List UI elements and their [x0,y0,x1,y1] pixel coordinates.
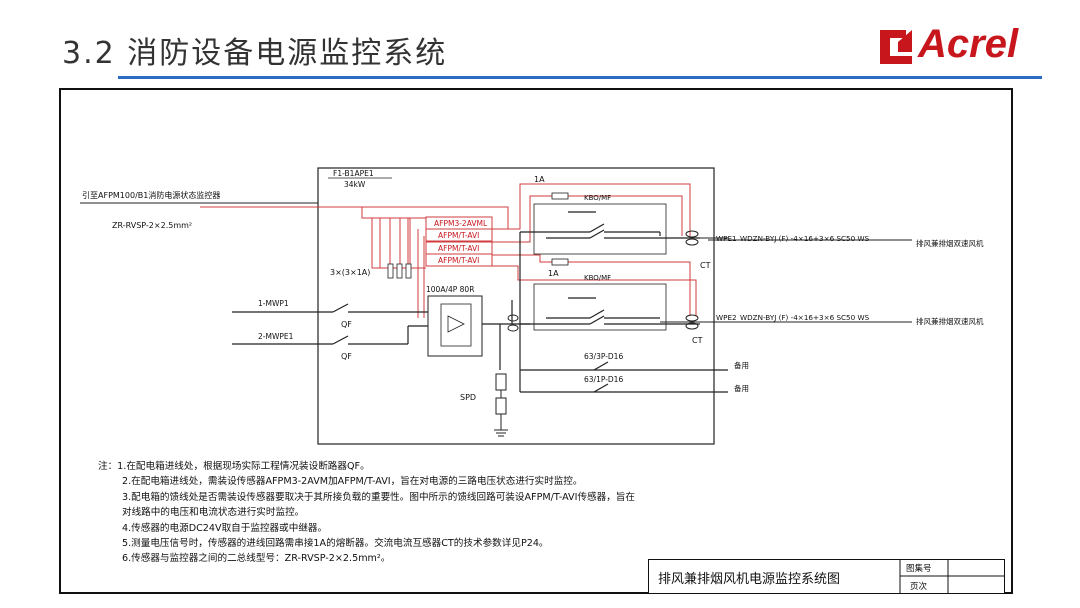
sensor-label-3: AFPM/T-AVI [438,244,479,253]
note-line: 2.在配电箱进线处，需装设传感器AFPM3-2AVM加AFPM/T-AVI，旨在… [122,476,583,488]
spare-breaker-2: 63/1P-D16 [584,375,623,384]
ct-1 [660,230,728,246]
feed-label: 引至AFPM100/B1消防电源状态监控器 [82,190,220,200]
circuit-label-2: WPE2 [716,313,737,322]
sensor-group: AFPM3-2AVML AFPM/T-AVI AFPM/T-AVI AFPM/T… [425,216,493,267]
acrel-logo-icon [880,30,912,64]
ct-label-2: CT [692,336,703,345]
atlas-field-label: 图集号 [906,563,932,574]
cable-label-1: WDZN-BYJ (F) -4×16+3×6 SC50 WS [740,234,870,243]
sensor-box [425,228,493,242]
spd-label: SPD [460,393,476,402]
load-label-2: 排风兼排烟双速风机 [916,316,984,326]
note-line: 4.传感器的电源DC24V取自于监控器或中继器。 [122,522,328,534]
main-bus [482,231,728,393]
note-line: 5.测量电压信号时，传感器的进线回路需串接1A的熔断器。交流电流互感器CT的技术… [122,538,549,550]
fuse-1a [551,192,569,200]
spare-breaker-1: 63/3P-D16 [584,352,623,361]
ct-coil [507,314,519,322]
circuit-label-1: WPE1 [716,234,737,243]
note-line: 对线路中的电压和电流状态进行实时监控。 [122,507,305,519]
panel-power: 34kW [344,180,366,189]
ats-inner [440,303,472,347]
ats-label: 100A/4P 80R [426,285,474,294]
fuse-label: 3×(3×1A) [330,268,370,277]
sensor-label-2: AFPM/T-AVI [438,231,479,240]
breaker-label-2: QF [341,352,352,361]
sensor-label-4: AFPM/T-AVI [438,256,479,265]
sensor-bus-wiring [200,183,697,318]
sensor-label-1: AFPM3-2AVML [434,219,488,228]
incoming-label-2: 2-MWPE1 [258,332,294,341]
fuse-1a-2 [551,258,569,266]
fuse-1a-label: 1A [534,175,545,184]
ats-arrow [447,315,465,333]
fuse-group [387,263,412,279]
ct-coil [507,324,519,332]
note-line: 注：1.在配电箱进线处，根据现场实际工程情况装设断路器QF。 [98,461,370,472]
drawing-title: 排风兼排烟风机电源监控系统图 [658,572,840,587]
kbo-box-2 [533,283,667,331]
note-line: 6.传感器与监控器之间的二总线型号：ZR-RVSP-2×2.5mm²。 [122,553,391,565]
cable-label-2: WDZN-BYJ (F) -4×16+3×6 SC50 WS [740,313,870,322]
distribution-box [317,167,715,445]
spd [494,373,508,437]
fuse-1a-label-2: 1A [548,269,559,278]
slide-title: 3.2 消防设备电源监控系统 [62,36,448,71]
kbo-switch-2 [546,297,700,325]
kbo-switch-1 [546,211,700,239]
spare-label-2: 备用 [734,383,749,393]
drawing-frame [59,88,1013,594]
sensor-box [425,253,493,267]
kbo-box-1 [533,203,667,255]
load-label-1: 排风兼排烟双速风机 [916,238,984,248]
acrel-logo: Acrel [876,22,1046,68]
brand-name: Acrel [918,22,1019,66]
title-block: 排风兼排烟风机电源监控系统图 图集号 页次 [648,559,1005,594]
notes-section: 注：1.在配电箱进线处，根据现场实际工程情况装设断路器QF。 2.在配电箱进线处… [98,459,788,567]
breaker-label-1: QF [341,320,352,329]
kbo-label-2: KBO/MF [584,274,611,282]
spare-breakers [593,361,609,393]
incoming-label-1: 1-MWP1 [258,299,289,308]
kbo-label-1: KBO/MF [584,194,611,202]
spare-label-1: 备用 [734,360,749,370]
bus-cable-label: ZR-RVSP-2×2.5mm² [112,221,192,230]
page-field-label: 页次 [910,581,928,592]
ct-label-1: CT [700,261,711,270]
note-line: 3.配电箱的馈线处是否需装设传感器要取决于其所接负载的重要性。图中所示的馈线回路… [122,491,636,503]
ats-switch [427,295,483,357]
incoming-lines [232,303,428,345]
title-underline [118,76,1042,79]
panel-name: F1-B1APE1 [333,169,374,178]
